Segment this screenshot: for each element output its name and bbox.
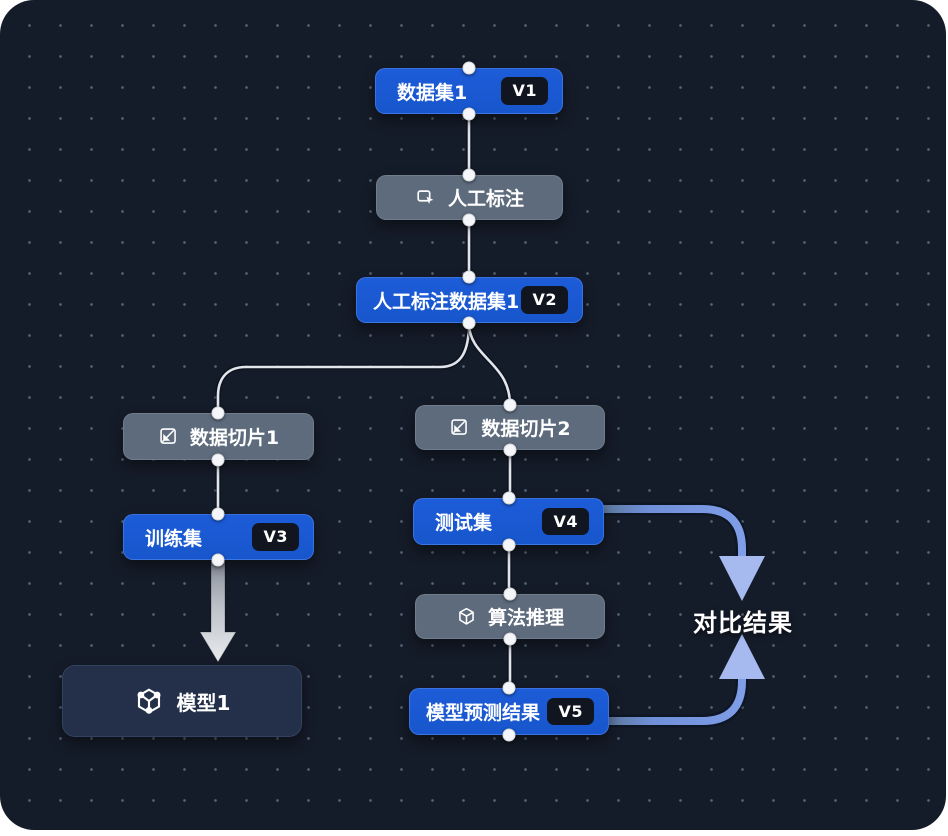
version-badge: V1 [501, 77, 548, 105]
cube-icon [456, 606, 477, 627]
slice-icon [158, 426, 179, 447]
version-badge: V4 [542, 507, 589, 536]
node-label: 模型预测结果 [426, 702, 541, 724]
port-slice2-in[interactable] [503, 398, 517, 412]
node-label: 数据集1 [397, 81, 468, 104]
port-training-in[interactable] [211, 507, 225, 521]
port-inference-in[interactable] [503, 587, 517, 601]
model-icon [134, 686, 164, 716]
node-label: 测试集 [435, 512, 493, 534]
connector-testset-compare [602, 505, 746, 557]
slice-icon [449, 417, 470, 438]
port-inference-out[interactable] [503, 632, 517, 646]
comparison-flows [602, 502, 765, 728]
node-label: 训练集 [145, 527, 203, 550]
connector-prediction-compare [606, 674, 746, 725]
port-prediction-out[interactable] [502, 728, 516, 742]
port-annotated-dataset-out[interactable] [462, 316, 476, 330]
port-training-out[interactable] [211, 553, 225, 567]
node-label: 人工标注 [447, 188, 524, 210]
port-slice2-out[interactable] [503, 443, 517, 457]
port-dataset1-in[interactable] [462, 61, 476, 75]
training-to-model-arrow [199, 560, 237, 663]
port-testset-out[interactable] [502, 538, 516, 552]
node-prediction-result[interactable]: 模型预测结果 V5 [409, 688, 609, 735]
version-badge: V2 [521, 286, 568, 314]
version-badge: V5 [547, 697, 594, 726]
node-training-set[interactable]: 训练集 V3 [123, 514, 314, 560]
compare-up-arrowhead [719, 634, 765, 679]
wires [215, 114, 513, 688]
node-model1[interactable]: 模型1 [62, 665, 302, 737]
port-prediction-in[interactable] [502, 681, 516, 695]
node-label: 数据切片1 [189, 427, 280, 449]
node-annotated-dataset1[interactable]: 人工标注数据集1 V2 [356, 277, 583, 323]
port-slice1-in[interactable] [211, 406, 225, 420]
port-annotation-out[interactable] [462, 213, 476, 227]
compare-down-arrowhead [719, 556, 765, 601]
port-dataset1-out[interactable] [462, 107, 476, 121]
annotate-icon [415, 187, 437, 209]
port-testset-in[interactable] [502, 491, 516, 505]
compare-result-label: 对比结果 [693, 609, 793, 637]
port-annotated-dataset-in[interactable] [462, 270, 476, 284]
port-annotation-in[interactable] [462, 168, 476, 182]
node-label: 算法推理 [487, 607, 564, 629]
version-badge: V3 [252, 523, 299, 551]
connector-dataset2-slice1 [216, 322, 471, 413]
node-dataset1[interactable]: 数据集1 V1 [375, 68, 563, 114]
node-label: 人工标注数据集1 [373, 290, 520, 313]
node-label: 数据切片2 [481, 418, 571, 440]
node-data-slice1[interactable]: 数据切片1 [123, 413, 314, 460]
node-label: 模型1 [176, 690, 231, 715]
connector-dataset2-slice2 [467, 322, 512, 406]
node-test-set[interactable]: 测试集 V4 [413, 498, 604, 545]
node-algorithm-inference[interactable]: 算法推理 [415, 594, 605, 639]
port-slice1-out[interactable] [211, 453, 225, 467]
